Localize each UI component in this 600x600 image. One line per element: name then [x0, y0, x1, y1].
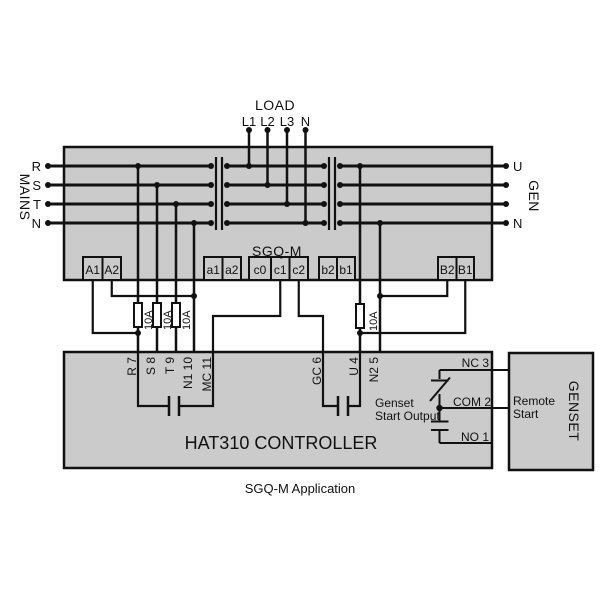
terminal-a1-label: a1 [207, 263, 221, 277]
remote-start-label-line1: Remote [513, 394, 555, 408]
sgqm-label: SGQ-M [252, 243, 302, 259]
fuse-s-rating-label: 10A [162, 310, 174, 330]
terminal-A2 [101, 256, 122, 281]
controller-enclosure [62, 350, 494, 470]
bus-lines [48, 164, 506, 225]
terminal-B2-label: B2 [440, 263, 455, 277]
sgqm-terminal-strip: A1 A2 a1 a2 c0 c1 c2 b2 b1 B2 B1 [82, 256, 475, 281]
terminal-b1-label: b1 [339, 263, 353, 277]
relay-com-label: COM 2 [453, 395, 491, 409]
remote-start-label-line2: Start [513, 407, 539, 421]
mains-phase-r-label: R [32, 159, 41, 174]
terminal-A2-label: A2 [104, 263, 119, 277]
terminal-a2 [221, 256, 242, 281]
gen-phase-u-label: U [513, 159, 522, 174]
coil-wiring [91, 280, 467, 352]
terminal-A1-label: A1 [85, 263, 100, 277]
load-terminal-l3-label: L3 [280, 114, 294, 129]
controller-internal-contacts [136, 352, 362, 416]
controller-terminal-mc11-label: MC 11 [200, 357, 214, 392]
mains-phase-s-label: S [32, 178, 41, 193]
genset-label: GENSET [566, 381, 582, 442]
terminal-c2 [288, 256, 309, 281]
fuse-t [171, 302, 181, 328]
controller-terminal-n110-label: N1 10 [181, 357, 195, 389]
load-label: LOAD [255, 97, 295, 113]
terminal-a2-label: a2 [225, 263, 239, 277]
terminal-B1 [455, 256, 475, 281]
diagram-caption: SGQ-M Application [245, 481, 356, 496]
gen-contactor-contacts [327, 157, 337, 230]
controller-terminal-gc6-label: GC 6 [310, 357, 324, 385]
genset-start-output-label-line1: Genset [375, 396, 414, 410]
load-terminal-l2-label: L2 [260, 114, 274, 129]
mains-fuses [133, 302, 181, 328]
terminal-c2-label: c2 [292, 263, 305, 277]
gen-fuse [355, 303, 365, 329]
fuse-r [133, 302, 143, 328]
connection-dots [45, 127, 509, 412]
relay-no-label: NO 1 [461, 430, 489, 444]
genset-start-output-label-line2: Start Output [375, 409, 440, 423]
terminal-b1 [336, 256, 356, 281]
mains-phase-t-label: T [33, 197, 41, 212]
relay-armature [429, 376, 451, 402]
fuse-r-rating-label: 10A [143, 310, 155, 330]
controller-title: HAT310 CONTROLLER [185, 433, 378, 453]
load-terminal-n-label: N [301, 114, 310, 129]
load-terminal-l1-label: L1 [242, 114, 256, 129]
terminal-b2-label: b2 [321, 263, 335, 277]
load-feeders [247, 130, 307, 223]
controller-terminal-n25-label: N2 5 [367, 357, 381, 383]
terminal-c0-label: c0 [254, 263, 267, 277]
mains-phase-n-label: N [32, 216, 41, 231]
fuse-u [355, 303, 365, 329]
controller-terminal-r7-label: R 7 [125, 357, 139, 376]
mains-label: MAINS [17, 174, 33, 221]
controller-terminal-u4-label: U 4 [347, 357, 361, 376]
fuse-t-rating-label: 10A [181, 310, 193, 330]
gen-phase-n-label: N [513, 216, 522, 231]
terminal-c1-label: c1 [274, 263, 287, 277]
fuse-s [152, 302, 162, 328]
mains-contactor-contacts [214, 157, 224, 230]
relay-nc-label: NC 3 [462, 356, 490, 370]
controller-terminal-labels: R 7 S 8 T 9 N1 10 MC 11 GC 6 U 4 N2 5 [125, 357, 381, 392]
controller-terminal-s8-label: S 8 [144, 357, 158, 375]
controller-terminal-t9-label: T 9 [163, 357, 177, 374]
fuse-u-rating-label: 10A [368, 311, 380, 331]
gen-label: GEN [526, 180, 542, 212]
genset-enclosure [507, 351, 595, 472]
terminal-B1-label: B1 [458, 263, 473, 277]
